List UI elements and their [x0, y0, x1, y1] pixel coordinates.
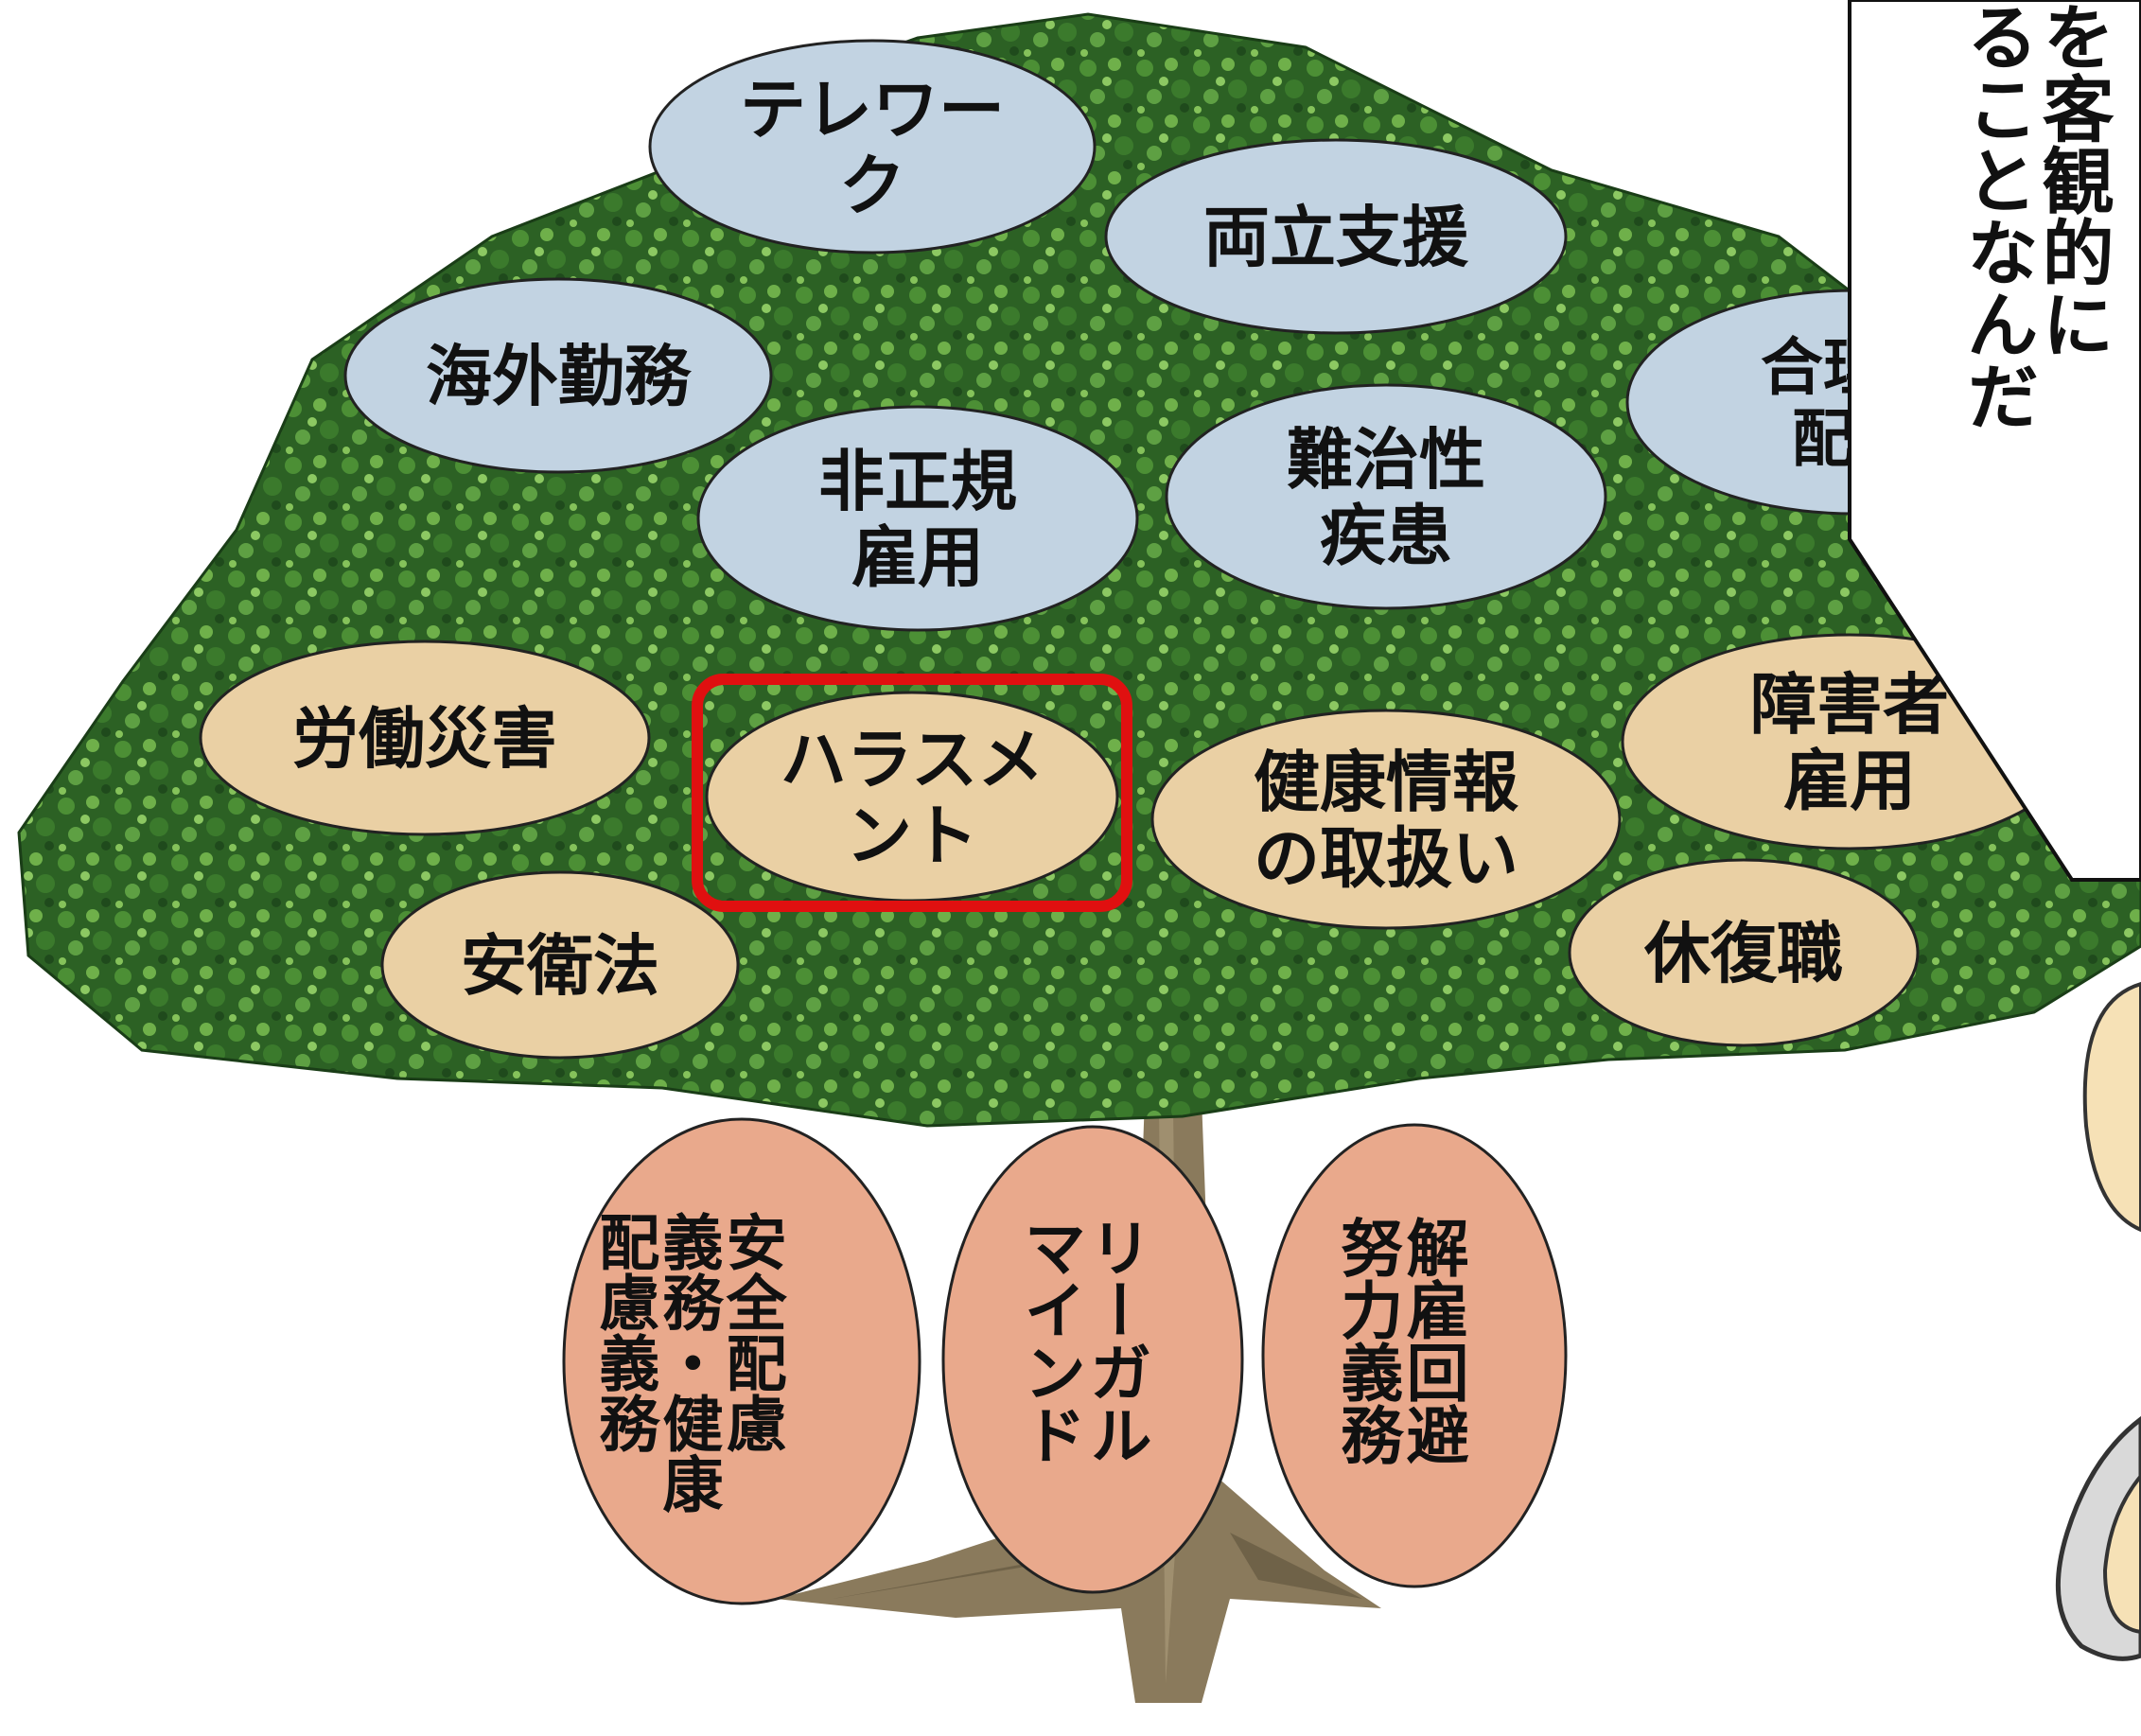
topic-bubble: 両立支援	[1104, 138, 1568, 335]
topic-ellipse	[380, 870, 740, 1060]
root-ellipse	[562, 1117, 921, 1605]
topic-bubble: 海外勤務	[343, 277, 773, 474]
topic-ellipse	[1150, 709, 1622, 930]
root-bubble-layer	[562, 1117, 1568, 1605]
topic-bubble: 労働災害	[199, 640, 651, 836]
topic-label: 両立支援	[1203, 199, 1469, 276]
topic-label: 健康情報	[1254, 744, 1518, 821]
topic-label: 疾患	[1320, 497, 1452, 574]
topic-ellipse	[696, 405, 1139, 632]
topic-label: 非正規	[818, 443, 1017, 520]
character-figure	[2055, 981, 2141, 1661]
speech-bubble-text: を客観的に ることなんだ	[1954, 0, 2115, 431]
root-label: リーガル マインド	[1013, 1216, 1152, 1465]
topic-label: テレワー	[740, 71, 1005, 149]
topic-label: 休復職	[1643, 915, 1843, 992]
root-label: 解雇回避 努力義務	[1330, 1216, 1469, 1465]
speech-bubble	[1848, 0, 2141, 882]
topic-label: 雇用	[1783, 742, 1916, 819]
topic-label: 労働災害	[292, 700, 557, 778]
topic-label: 障害者	[1750, 666, 1949, 744]
topic-label: 安衛法	[461, 927, 659, 1005]
topic-ellipse	[1165, 383, 1607, 610]
root-ellipse	[941, 1125, 1244, 1594]
topic-ellipse	[199, 640, 651, 836]
topic-ellipse	[648, 39, 1097, 254]
topic-label: 雇用	[851, 518, 984, 596]
topic-bubble: 安衛法	[380, 870, 740, 1060]
topic-label: ント	[846, 797, 978, 874]
topic-ellipse	[343, 277, 773, 474]
topic-label: ハラスメ	[781, 721, 1044, 798]
topic-label: 海外勤務	[426, 338, 693, 415]
topic-label: ク	[839, 147, 905, 224]
topic-label: の取扱い	[1254, 819, 1518, 897]
topic-ellipse	[1104, 138, 1568, 335]
root-ellipse	[1261, 1123, 1568, 1588]
topic-ellipse	[1568, 858, 1920, 1047]
topic-bubble: 休復職	[1568, 858, 1920, 1047]
topic-label: 難治性	[1287, 421, 1485, 499]
root-label: 安全配慮 義務・健康 配慮義務	[588, 1211, 786, 1514]
highlight-box	[692, 674, 1132, 912]
